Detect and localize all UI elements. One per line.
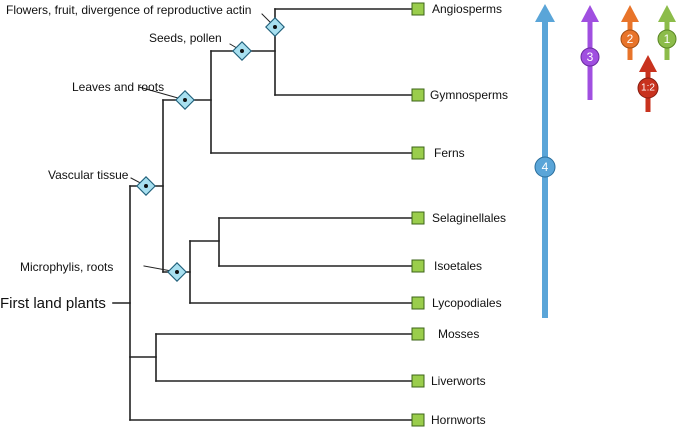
taxon-label-isoetales: Isoetales bbox=[434, 259, 482, 273]
taxon-label-mosses: Mosses bbox=[438, 327, 479, 341]
arrow-3: 3 bbox=[580, 5, 600, 100]
tip-square-selaginellales bbox=[411, 211, 425, 225]
taxon-labels: Angiosperms Gymnosperms Ferns Selaginell… bbox=[430, 2, 508, 427]
tip-square-hornworts bbox=[411, 413, 425, 427]
arrow-label-4: 4 bbox=[542, 160, 549, 174]
event-diamond-microphylls bbox=[167, 262, 187, 282]
event-label-flowers: Flowers, fruit, divergence of reproducti… bbox=[6, 3, 251, 17]
tip-squares bbox=[411, 2, 425, 427]
taxon-label-lycopodiales: Lycopodiales bbox=[432, 296, 502, 310]
tip-square-angiosperms bbox=[411, 2, 425, 16]
tip-square-liverworts bbox=[411, 374, 425, 388]
event-label-microphylls: Microphylis, roots bbox=[20, 260, 113, 274]
taxon-label-angiosperms: Angiosperms bbox=[432, 2, 502, 16]
tip-square-mosses bbox=[411, 327, 425, 341]
arrow-1: 1 bbox=[657, 5, 677, 60]
tip-square-ferns bbox=[411, 146, 425, 160]
tip-square-lycopodiales bbox=[411, 296, 425, 310]
event-diamond-vascular bbox=[136, 176, 156, 196]
event-diamond-seeds bbox=[232, 41, 252, 61]
event-label-leaves: Leaves and roots bbox=[72, 80, 164, 94]
taxon-label-ferns: Ferns bbox=[434, 146, 465, 160]
event-markers bbox=[136, 17, 285, 282]
arrow-4: 4 bbox=[534, 4, 556, 318]
arrow-label-3: 3 bbox=[587, 50, 594, 64]
event-diamond-flowers bbox=[265, 17, 285, 37]
event-labels: Flowers, fruit, divergence of reproducti… bbox=[6, 3, 251, 274]
taxon-label-gymnosperms: Gymnosperms bbox=[430, 88, 508, 102]
tree-branches bbox=[112, 8, 413, 421]
event-label-seeds: Seeds, pollen bbox=[149, 31, 222, 45]
root-label: First land plants bbox=[0, 295, 106, 312]
event-diamond-leaves bbox=[175, 90, 195, 110]
tip-square-isoetales bbox=[411, 259, 425, 273]
arrow-label-1-2: 1:2 bbox=[641, 83, 655, 94]
arrow-label-2: 2 bbox=[627, 32, 634, 46]
arrow-2: 2 bbox=[620, 5, 640, 60]
taxon-label-liverworts: Liverworts bbox=[431, 374, 486, 388]
taxon-label-hornworts: Hornworts bbox=[431, 413, 486, 427]
arrow-label-1: 1 bbox=[664, 32, 671, 46]
arrow-1-2: 1:2 bbox=[637, 55, 659, 112]
event-label-vascular: Vascular tissue bbox=[48, 168, 129, 182]
taxon-label-selaginellales: Selaginellales bbox=[432, 211, 506, 225]
tip-square-gymnosperms bbox=[411, 88, 425, 102]
